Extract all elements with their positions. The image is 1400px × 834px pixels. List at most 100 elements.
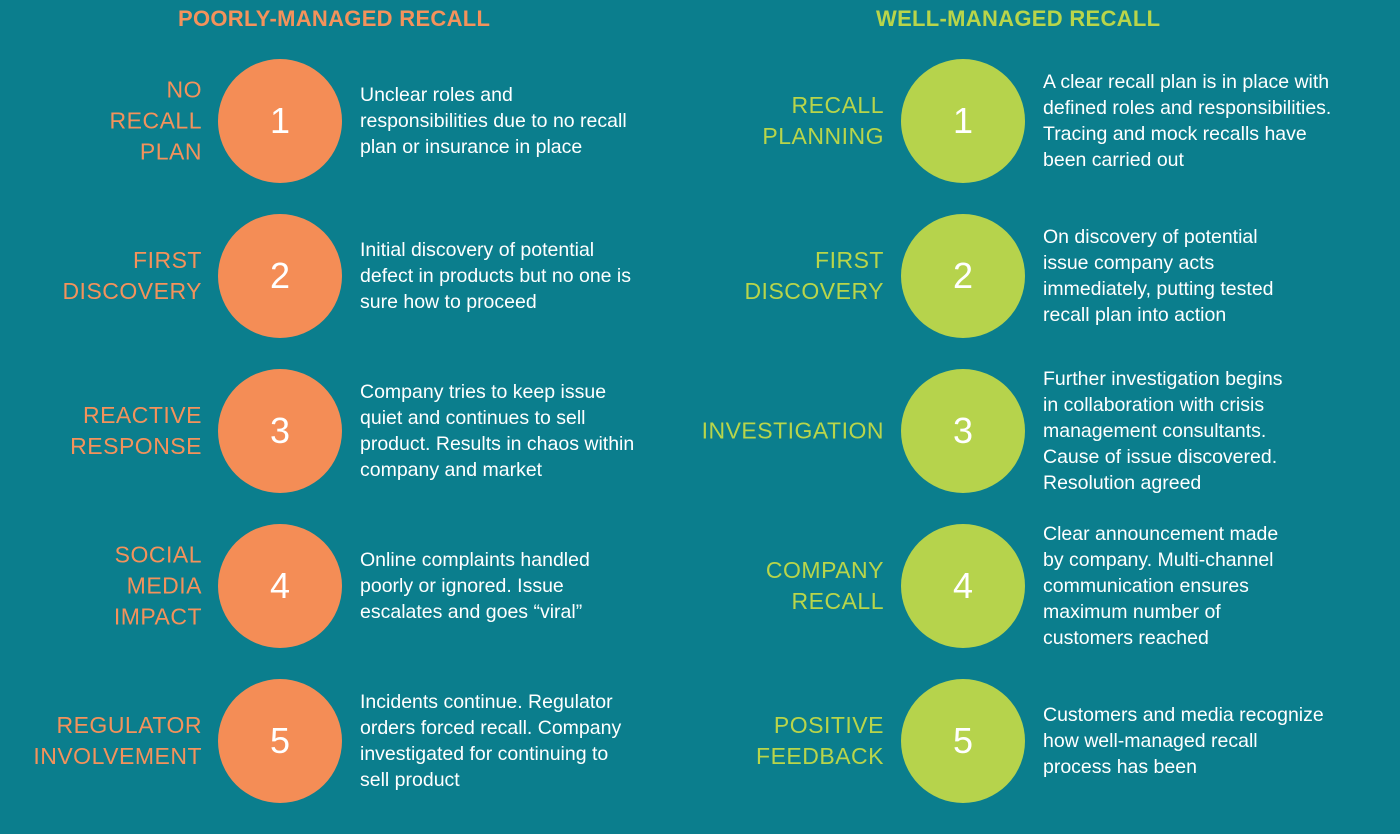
good-step-label-box: INVESTIGATION bbox=[0, 369, 884, 493]
good-step-label-box: POSITIVE FEEDBACK bbox=[0, 679, 884, 803]
step-description-line: escalates and goes “viral” bbox=[360, 601, 583, 623]
step-description: Initial discovery of potential defect in … bbox=[360, 237, 631, 315]
step-description-line: Cause of issue discovered. bbox=[1043, 446, 1278, 468]
step-number-circle: 2 bbox=[901, 214, 1025, 338]
step-description-line: recall plan into action bbox=[1043, 304, 1227, 326]
step-description-line: customers reached bbox=[1043, 627, 1209, 649]
step-description-line: investigated for continuing to bbox=[360, 743, 609, 765]
step-label: NO RECALL PLAN bbox=[110, 75, 202, 168]
step-label-line: RECALL bbox=[109, 107, 202, 134]
step-description-line: Online complaints handled bbox=[360, 549, 590, 571]
step-label-line: COMPANY bbox=[765, 557, 884, 583]
well-managed-heading: WELL-MANAGED RECALL bbox=[876, 6, 1161, 31]
step-number-circle: 3 bbox=[218, 369, 342, 493]
step-description-line: defined roles and responsibilities. bbox=[1043, 97, 1332, 119]
step-number-circle: 5 bbox=[218, 679, 342, 803]
step-number-circle: 2 bbox=[218, 214, 342, 338]
step-label-line: INVESTIGATION bbox=[701, 417, 884, 444]
step-number-circle: 4 bbox=[218, 524, 342, 648]
step-description-line: sure how to proceed bbox=[360, 291, 537, 313]
step-description-line: been carried out bbox=[1043, 149, 1184, 171]
step-description-line: orders forced recall. Company bbox=[360, 717, 622, 739]
step-description-line: by company. Multi-channel bbox=[1043, 549, 1274, 571]
step-description: Incidents continue. Regulator orders forc… bbox=[360, 689, 621, 793]
step-number-circle: 3 bbox=[901, 369, 1025, 493]
step-description: Further investigation begins in collabora… bbox=[1043, 366, 1283, 496]
step-label-line: INVOLVEMENT bbox=[33, 743, 202, 769]
step-number-circle: 1 bbox=[218, 59, 342, 183]
step-description-line: plan or insurance in place bbox=[360, 136, 583, 158]
step-label: INVESTIGATION bbox=[702, 416, 884, 447]
step-label-line: FIRST bbox=[815, 247, 884, 273]
step-label-line: DISCOVERY bbox=[744, 278, 884, 304]
step-label: POSITIVE FEEDBACK bbox=[756, 710, 884, 772]
step-description-line: Tracing and mock recalls have bbox=[1043, 123, 1307, 145]
step-label-line: DISCOVERY bbox=[62, 278, 202, 304]
step-label: FIRST DISCOVERY bbox=[744, 245, 884, 307]
step-description-line: quiet and continues to sell bbox=[360, 407, 586, 429]
step-label: REACTIVE RESPONSE bbox=[70, 400, 202, 462]
step-description-line: A clear recall plan is in place with bbox=[1043, 71, 1330, 93]
step-description-line: maximum number of bbox=[1043, 601, 1221, 623]
step-description-line: poorly or ignored. Issue bbox=[360, 575, 564, 597]
step-description: On discovery of potential issue company a… bbox=[1043, 224, 1274, 328]
step-description: Company tries to keep issue quiet and con… bbox=[360, 379, 634, 483]
step-description: A clear recall plan is in place with defi… bbox=[1043, 69, 1331, 173]
step-number-circle: 5 bbox=[901, 679, 1025, 803]
step-description-line: how well-managed recall bbox=[1043, 730, 1258, 752]
step-description-line: sell product bbox=[360, 769, 460, 791]
step-description-line: Resolution agreed bbox=[1043, 472, 1202, 494]
step-label-line: NO bbox=[166, 76, 202, 103]
step-description-line: company and market bbox=[360, 459, 543, 481]
step-description-line: issue company acts bbox=[1043, 252, 1215, 274]
step-description-line: process has been bbox=[1043, 756, 1197, 778]
step-description-line: Incidents continue. Regulator bbox=[360, 691, 613, 713]
poor-step-label-box: REACTIVE RESPONSE bbox=[0, 369, 202, 493]
step-description-line: management consultants. bbox=[1043, 420, 1267, 442]
step-description-line: On discovery of potential bbox=[1043, 226, 1258, 248]
step-description: Customers and media recognize how well-ma… bbox=[1043, 702, 1324, 780]
poor-step-label-box: REGULATOR INVOLVEMENT bbox=[0, 679, 202, 803]
step-description-line: Initial discovery of potential bbox=[360, 239, 595, 261]
step-description-line: in collaboration with crisis bbox=[1043, 394, 1265, 416]
step-label-line: IMPACT bbox=[113, 603, 202, 630]
step-label-line: RESPONSE bbox=[70, 433, 202, 459]
step-label-line: RECALL bbox=[791, 92, 884, 118]
step-label-line: REGULATOR bbox=[56, 712, 202, 738]
step-description-line: Unclear roles and bbox=[360, 84, 513, 106]
step-label-line: POSITIVE bbox=[773, 712, 884, 738]
step-description-line: defect in products but no one is bbox=[360, 265, 632, 287]
step-description-line: communication ensures bbox=[1043, 575, 1249, 597]
step-label-line: REACTIVE bbox=[82, 402, 202, 428]
step-number-circle: 4 bbox=[901, 524, 1025, 648]
step-description-line: Customers and media recognize bbox=[1043, 704, 1324, 726]
step-description-line: Company tries to keep issue bbox=[360, 381, 607, 403]
step-label-line: FEEDBACK bbox=[756, 743, 884, 769]
step-description: Online complaints handled poorly or ignor… bbox=[360, 547, 590, 625]
step-label: REGULATOR INVOLVEMENT bbox=[33, 710, 202, 772]
step-label-line: SOCIAL bbox=[114, 541, 202, 568]
step-description-line: Further investigation begins bbox=[1043, 368, 1283, 390]
poorly-managed-heading: POORLY-MANAGED RECALL bbox=[178, 6, 491, 31]
step-description-line: immediately, putting tested bbox=[1043, 278, 1274, 300]
step-label-line: PLAN bbox=[139, 138, 202, 165]
